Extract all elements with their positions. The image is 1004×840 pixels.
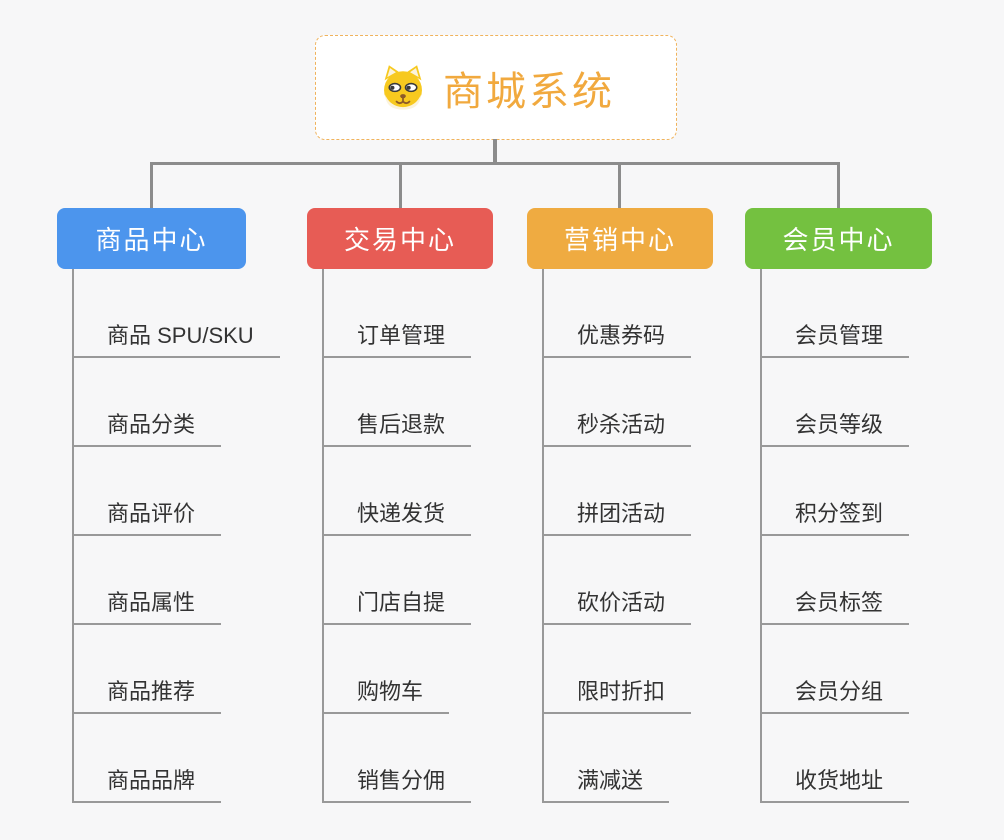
branch-member-center: 会员中心 会员管理 会员等级 积分签到 会员标签 会员分组 收货地址 <box>745 208 932 803</box>
leaf-row: 秒杀活动 <box>542 358 692 447</box>
leaf-row: 商品评价 <box>72 447 280 536</box>
leaf-row: 购物车 <box>322 625 471 714</box>
branch-leaves: 商品 SPU/SKU 商品分类 商品评价 商品属性 商品推荐 商品品牌 <box>72 269 280 803</box>
leaf-node[interactable]: 会员标签 <box>760 585 910 625</box>
branch-header-trade-center[interactable]: 交易中心 <box>307 208 493 269</box>
leaf-node[interactable]: 会员管理 <box>760 318 910 358</box>
leaf-row: 拼团活动 <box>542 447 692 536</box>
leaf-node[interactable]: 商品推荐 <box>72 674 222 714</box>
root-node[interactable]: 商城系统 <box>315 35 677 140</box>
branch-leaves: 优惠券码 秒杀活动 拼团活动 砍价活动 限时折扣 满减送 <box>542 269 692 803</box>
leaf-row: 满减送 <box>542 714 691 803</box>
leaf-row: 砍价活动 <box>542 536 692 625</box>
leaf-row: 限时折扣 <box>542 625 692 714</box>
branch-leaves: 订单管理 售后退款 快递发货 门店自提 购物车 销售分佣 <box>322 269 472 803</box>
connector-drop-2 <box>399 162 402 208</box>
connector-bus <box>150 162 839 165</box>
leaf-row: 售后退款 <box>322 358 472 447</box>
leaf-node[interactable]: 砍价活动 <box>542 585 692 625</box>
branch-spine <box>322 269 324 803</box>
branch-trade-center: 交易中心 订单管理 售后退款 快递发货 门店自提 购物车 销售分佣 <box>307 208 493 803</box>
leaf-node[interactable]: 秒杀活动 <box>542 407 692 447</box>
leaf-node[interactable]: 会员分组 <box>760 674 910 714</box>
leaf-row: 商品品牌 <box>72 714 280 803</box>
leaf-node[interactable]: 售后退款 <box>322 407 472 447</box>
branch-header-marketing-center[interactable]: 营销中心 <box>527 208 713 269</box>
leaf-row: 订单管理 <box>322 269 472 358</box>
leaf-row: 会员分组 <box>760 625 910 714</box>
leaf-row: 商品属性 <box>72 536 280 625</box>
root-title: 商城系统 <box>443 69 615 114</box>
leaf-node[interactable]: 商品属性 <box>72 585 222 625</box>
leaf-node[interactable]: 限时折扣 <box>542 674 692 714</box>
connector-drop-4 <box>837 162 840 208</box>
leaf-row: 优惠券码 <box>542 269 692 358</box>
leaf-row: 会员标签 <box>760 536 910 625</box>
leaf-row: 会员管理 <box>760 269 910 358</box>
leaf-node[interactable]: 订单管理 <box>322 318 472 358</box>
leaf-row: 商品 SPU/SKU <box>72 269 280 358</box>
branch-header-product-center[interactable]: 商品中心 <box>57 208 246 269</box>
leaf-node[interactable]: 会员等级 <box>760 407 910 447</box>
leaf-row: 快递发货 <box>322 447 472 536</box>
leaf-row: 积分签到 <box>760 447 910 536</box>
leaf-node[interactable]: 购物车 <box>322 674 450 714</box>
connector-root-drop <box>493 139 497 165</box>
leaf-node[interactable]: 商品分类 <box>72 407 222 447</box>
leaf-row: 会员等级 <box>760 358 910 447</box>
leaf-row: 销售分佣 <box>322 714 472 803</box>
leaf-node[interactable]: 商品 SPU/SKU <box>72 318 280 358</box>
leaf-row: 商品分类 <box>72 358 280 447</box>
leaf-node[interactable]: 优惠券码 <box>542 318 692 358</box>
leaf-node[interactable]: 收货地址 <box>760 763 910 803</box>
leaf-node[interactable]: 门店自提 <box>322 585 472 625</box>
leaf-node[interactable]: 拼团活动 <box>542 496 692 536</box>
branch-spine <box>542 269 544 803</box>
connector-drop-3 <box>618 162 621 208</box>
branch-spine <box>760 269 762 803</box>
leaf-row: 门店自提 <box>322 536 472 625</box>
leaf-node[interactable]: 积分签到 <box>760 496 910 536</box>
branch-header-member-center[interactable]: 会员中心 <box>745 208 932 269</box>
leaf-node[interactable]: 满减送 <box>542 763 670 803</box>
shiba-dog-icon <box>384 64 422 110</box>
leaf-node[interactable]: 快递发货 <box>322 496 472 536</box>
leaf-node[interactable]: 商品品牌 <box>72 763 222 803</box>
branch-marketing-center: 营销中心 优惠券码 秒杀活动 拼团活动 砍价活动 限时折扣 满减送 <box>527 208 713 803</box>
connector-drop-1 <box>150 162 153 208</box>
leaf-row: 商品推荐 <box>72 625 280 714</box>
leaf-row: 收货地址 <box>760 714 910 803</box>
branch-product-center: 商品中心 商品 SPU/SKU 商品分类 商品评价 商品属性 商品推荐 商品品牌 <box>57 208 280 803</box>
leaf-node[interactable]: 商品评价 <box>72 496 222 536</box>
branch-spine <box>72 269 74 803</box>
leaf-node[interactable]: 销售分佣 <box>322 763 472 803</box>
branch-leaves: 会员管理 会员等级 积分签到 会员标签 会员分组 收货地址 <box>760 269 910 803</box>
